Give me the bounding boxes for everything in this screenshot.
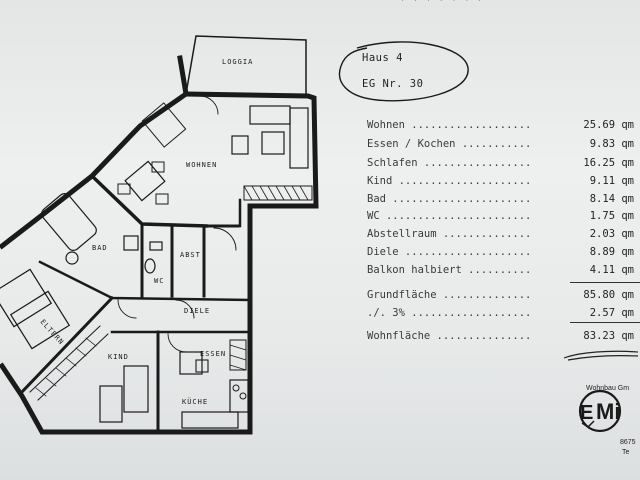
svg-text:Mi: Mi (596, 399, 620, 424)
label-wc: WC (154, 277, 164, 285)
wall-eltern-kind (17, 295, 115, 397)
stove-burner-1 (232, 384, 240, 392)
door-bad (117, 299, 137, 319)
coffee-table (261, 131, 285, 155)
logo-top-text: Wohnbau Gm (586, 385, 630, 392)
door-abst (175, 299, 195, 319)
loggia-side-wall (177, 55, 189, 97)
table-row: Essen / Kochen ...........9.83 qm (367, 138, 634, 150)
label-abst: ABST. (180, 251, 206, 259)
label-loggia: LOGGIA (222, 58, 253, 66)
window-wohnen-hatch (243, 185, 309, 201)
wall-bad-top (89, 173, 208, 228)
table-row: WC .......................1.75 qm (367, 210, 634, 222)
table-row: Bad ......................8.14 qm (367, 193, 634, 205)
total-row: ./. 3% ...................2.57 qm (367, 307, 634, 319)
table-row: Wohnen ...................25.69 qm (367, 119, 634, 131)
door-diele (213, 227, 237, 251)
door-loggia (199, 95, 219, 115)
top-margin-marks: ' ' ' ' ' ' ' (400, 0, 484, 8)
kueche-window-hatch (229, 344, 247, 371)
label-bad: BAD (92, 244, 108, 252)
window-wohnen (243, 185, 313, 201)
kueche-stove (229, 379, 249, 413)
chair-3 (155, 193, 169, 205)
logo-code-text: 8675 (620, 439, 636, 446)
window-diagonal (141, 102, 187, 148)
sofa-back (249, 105, 291, 125)
svg-text:E: E (580, 402, 593, 424)
house-label: Haus 4 (362, 52, 403, 64)
loggia-outline (185, 35, 307, 97)
door-kueche (167, 333, 187, 353)
bad-sink (123, 235, 139, 251)
label-wohnen: WOHNEN (186, 161, 217, 169)
logo-tel-text: Te (622, 449, 630, 456)
house-number-oval (338, 41, 469, 102)
armchair (231, 135, 249, 155)
outer-wall (0, 91, 319, 435)
kueche-chair (195, 359, 209, 373)
chair-2 (117, 183, 131, 195)
bed-2 (9, 290, 71, 350)
stove-burner-2 (239, 392, 247, 400)
kind-desk (99, 385, 123, 423)
unit-label: EG Nr. 30 (362, 78, 424, 90)
sum-line (570, 282, 640, 283)
bad-fixture (65, 251, 79, 265)
sofa (289, 107, 309, 169)
table-row: Kind .....................9.11 qm (367, 175, 634, 187)
total-row: Grundfläche ..............85.80 qm (367, 289, 634, 301)
total-row: Wohnfläche ...............83.23 qm (367, 330, 634, 342)
wc-toilet (144, 258, 156, 274)
dining-table (124, 160, 166, 202)
label-kueche: KÜCHE (182, 397, 208, 406)
company-logo: E Mi Wohnbau Gm 8675 Te (574, 383, 640, 463)
floor-plan: LOGGIA WOHNEN BAD WC ABST. DIELE ELTERN … (0, 35, 319, 435)
chair-1 (151, 161, 165, 173)
kueche-counter (181, 411, 239, 429)
kueche-table (179, 351, 203, 375)
label-diele: DIELE (184, 307, 210, 315)
table-row: Diele ....................8.89 qm (367, 246, 634, 258)
sum-line (570, 322, 640, 323)
window-eltern (29, 325, 109, 401)
bed-1 (0, 268, 53, 328)
bathtub (41, 193, 97, 251)
table-row: Balkon halbiert ..........4.11 qm (367, 264, 634, 276)
label-kind: KIND (108, 353, 129, 361)
label-essen: ESSEN (200, 350, 226, 358)
wc-sink (149, 241, 163, 251)
window-eltern-hatch (35, 337, 97, 397)
table-row: Abstellraum ..............2.03 qm (367, 228, 634, 240)
loggia-rail (195, 35, 307, 41)
table-row: Schlafen .................16.25 qm (367, 157, 634, 169)
double-underline (563, 350, 639, 361)
kind-bed (123, 365, 149, 413)
